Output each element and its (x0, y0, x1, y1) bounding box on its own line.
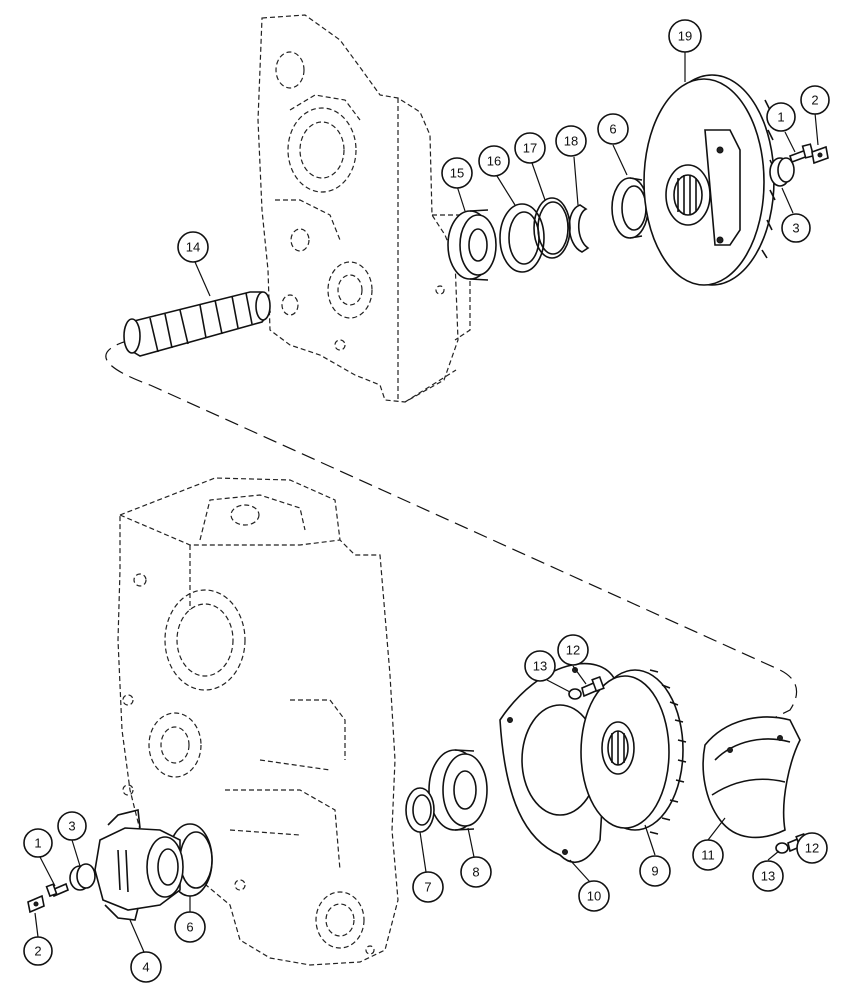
callout-3-upper: 3 (781, 213, 811, 243)
callout-4-label: 4 (142, 960, 149, 975)
washer-upper (769, 157, 795, 187)
washer-13-top (568, 688, 582, 700)
callout-10: 10 (578, 880, 610, 912)
spacer-ring (405, 787, 435, 833)
callout-15-label: 15 (450, 166, 464, 181)
bolt-12-top (581, 675, 605, 698)
callout-8-label: 8 (472, 865, 479, 880)
callout-12-top-label: 12 (566, 643, 580, 658)
gear-cover (702, 716, 801, 839)
callout-17-label: 17 (523, 141, 537, 156)
seal-upper (611, 177, 649, 239)
upper-transmission-housing (257, 14, 471, 403)
callout-17: 17 (514, 132, 546, 164)
bearing-upper (447, 209, 497, 281)
callout-3-upper-label: 3 (792, 221, 799, 236)
callout-6-lower-label: 6 (186, 920, 193, 935)
callout-13-top: 13 (524, 650, 556, 682)
callout-2-lower-label: 2 (34, 944, 41, 959)
callout-16-label: 16 (487, 154, 501, 169)
callout-14-label: 14 (186, 240, 200, 255)
callout-10-label: 10 (587, 889, 601, 904)
callout-1-upper-label: 1 (777, 110, 784, 125)
callout-2-lower: 2 (23, 936, 53, 966)
callout-3-lower-label: 3 (68, 819, 75, 834)
washer-lower (69, 863, 96, 891)
callout-19: 19 (668, 19, 702, 53)
bolt-lower (45, 882, 69, 898)
lower-transmission-housing (117, 477, 399, 966)
bearing-lower (428, 749, 488, 831)
callout-14: 14 (177, 231, 209, 263)
callout-8: 8 (460, 856, 492, 888)
callout-13-bottom-label: 13 (761, 869, 775, 884)
callout-12-bottom: 12 (796, 832, 828, 864)
assembly-path-line (105, 339, 798, 721)
callout-1-lower-label: 1 (34, 836, 41, 851)
callout-1-lower: 1 (23, 828, 53, 858)
callout-18: 18 (555, 125, 587, 157)
washer-13-bottom (775, 842, 789, 854)
lock-plate-upper (811, 145, 829, 165)
callout-3-lower: 3 (57, 811, 87, 841)
callout-7: 7 (412, 871, 444, 903)
callout-9: 9 (639, 855, 671, 887)
callout-13-bottom: 13 (752, 860, 784, 892)
splined-shaft (123, 291, 271, 357)
snap-ring (568, 204, 590, 253)
callout-2-upper-label: 2 (811, 93, 818, 108)
callout-6-lower: 6 (174, 911, 206, 943)
lock-plate-lower (27, 894, 45, 914)
bearing-race (499, 203, 545, 273)
callout-6-upper-label: 6 (609, 122, 616, 137)
callout-11: 11 (692, 839, 724, 871)
callout-1-upper: 1 (766, 102, 796, 132)
callout-13-top-label: 13 (533, 659, 547, 674)
callout-16: 16 (478, 145, 510, 177)
callout-15: 15 (441, 157, 473, 189)
callout-6-upper: 6 (597, 113, 629, 145)
callout-2-upper: 2 (800, 85, 830, 115)
callout-19-label: 19 (678, 29, 692, 44)
callout-11-label: 11 (701, 848, 715, 863)
yoke (94, 809, 184, 921)
ring-gear (580, 669, 687, 835)
callout-18-label: 18 (564, 134, 578, 149)
callout-12-top: 12 (557, 634, 589, 666)
callout-4: 4 (130, 951, 162, 983)
callout-12-bottom-label: 12 (805, 841, 819, 856)
callout-7-label: 7 (424, 880, 431, 895)
bolt-upper (788, 143, 815, 164)
callout-9-label: 9 (651, 864, 658, 879)
drive-plate (643, 74, 776, 286)
